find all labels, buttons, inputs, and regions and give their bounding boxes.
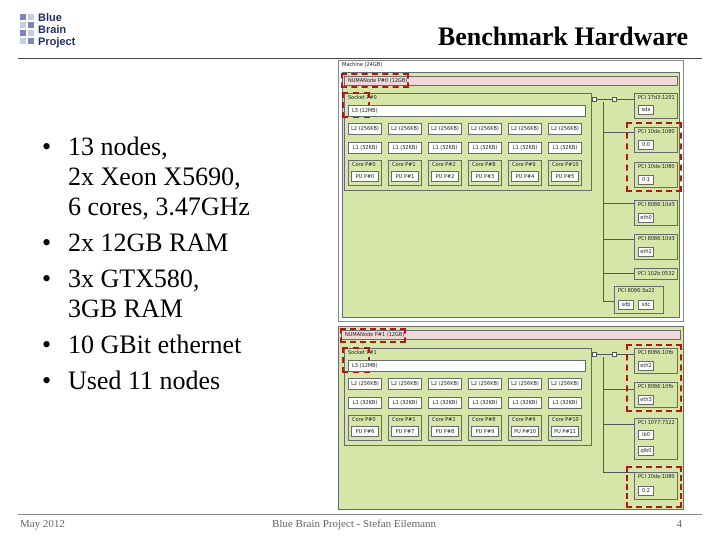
bullet-item: Used 11 nodes (22, 366, 322, 396)
l3-cache-box: L3 (12MB) (348, 105, 586, 117)
l1-cache-box: L1 (32KB) (548, 142, 582, 154)
topology-diagram-numa1: NUMANode P#1 (12GB) Socket P#1 L3 (12MB)… (338, 326, 684, 510)
l2-cache-box: L2 (256KB) (388, 123, 422, 135)
pci-child-box: eth0 (638, 213, 654, 223)
l1-cache-box: L1 (32KB) (428, 142, 462, 154)
bullet-item: 10 GBit ethernet (22, 330, 322, 360)
topology-diagram-numa0: Machine (24GB) NUMANode P#0 (12GB) Socke… (338, 60, 684, 322)
l2-cache-box: L2 (256KB) (508, 378, 542, 390)
l1-cache-box: L1 (32KB) (428, 397, 462, 409)
slide-title: Benchmark Hardware (437, 22, 688, 51)
l1-cache-box: L1 (32KB) (468, 397, 502, 409)
highlight-gpu-single (626, 466, 682, 508)
pu-box: PU P#11 (551, 426, 579, 437)
pci-child-box: eth2 (638, 361, 654, 371)
pu-box: PU P#6 (351, 426, 379, 437)
logo-text: Blue Brain Project (38, 12, 76, 48)
highlight-numa1 (340, 328, 406, 343)
l1-cache-box: L1 (32KB) (348, 397, 382, 409)
pu-box: PU P#3 (471, 171, 499, 182)
highlight-gpu-pair (626, 122, 682, 192)
l2-cache-box: L2 (256KB) (468, 123, 502, 135)
header-divider (18, 58, 702, 59)
pu-box: PU P#2 (431, 171, 459, 182)
blue-brain-logo: Blue Brain Project (20, 12, 100, 54)
bullet-item: 13 nodes, 2x Xeon X5690, 6 cores, 3.47GH… (22, 132, 322, 222)
pci-child-box: 0.2 (638, 486, 654, 496)
pci-child-box: ib0 (638, 430, 654, 440)
pu-box: PU P#7 (391, 426, 419, 437)
bullet-list: 13 nodes, 2x Xeon X5690, 6 cores, 3.47GH… (22, 132, 322, 402)
highlight-nic-pair (626, 344, 682, 412)
l2-cache-box: L2 (256KB) (388, 378, 422, 390)
pu-box: PU P#4 (511, 171, 539, 182)
pci-child-box: sdc (638, 300, 654, 310)
footer-date: May 2012 (20, 518, 65, 530)
l2-cache-box: L2 (256KB) (548, 123, 582, 135)
pci-child-box: 0.0 (638, 140, 654, 150)
l1-cache-box: L1 (32KB) (468, 142, 502, 154)
pu-box: PU P#0 (351, 171, 379, 182)
footer-author: Blue Brain Project - Stefan Eilemann (272, 518, 437, 530)
bullet-item: 3x GTX580, 3GB RAM (22, 264, 322, 324)
pci-child-box: eth1 (638, 247, 654, 257)
l2-cache-box: L2 (256KB) (548, 378, 582, 390)
bullet-item: 2x 12GB RAM (22, 228, 322, 258)
page-number: 4 (676, 518, 683, 530)
l2-cache-box: L2 (256KB) (468, 378, 502, 390)
footer-divider (18, 514, 702, 515)
pci-child-box: eth3 (638, 395, 654, 405)
l2-cache-box: L2 (256KB) (428, 123, 462, 135)
l1-cache-box: L1 (32KB) (388, 142, 422, 154)
pci-device-box: PCI 102b:0532 (634, 268, 678, 280)
pci-device-box: PCI 8086:10fb (634, 348, 678, 374)
numa-node-label-bar: NUMANode P#0 (12GB) (344, 76, 678, 86)
l2-cache-box: L2 (256KB) (428, 378, 462, 390)
pu-box: PU P#1 (391, 171, 419, 182)
l1-cache-box: L1 (32KB) (508, 397, 542, 409)
pu-box: PU P#5 (551, 171, 579, 182)
l3-cache-box: L3 (12MB) (348, 360, 586, 372)
pci-child-box: 0.1 (638, 175, 654, 185)
pci-child-box: qib0 (638, 446, 654, 456)
l2-cache-box: L2 (256KB) (348, 378, 382, 390)
highlight-numa0 (341, 73, 409, 88)
pci-child-box: sdb (618, 300, 634, 310)
l1-cache-box: L1 (32KB) (548, 397, 582, 409)
pu-box: PU P#10 (511, 426, 539, 437)
l1-cache-box: L1 (32KB) (508, 142, 542, 154)
pu-box: PU P#8 (431, 426, 459, 437)
l1-cache-box: L1 (32KB) (348, 142, 382, 154)
pci-child-box: sda (638, 105, 654, 115)
l2-cache-box: L2 (256KB) (348, 123, 382, 135)
pu-box: PU P#9 (471, 426, 499, 437)
l2-cache-box: L2 (256KB) (508, 123, 542, 135)
l1-cache-box: L1 (32KB) (388, 397, 422, 409)
